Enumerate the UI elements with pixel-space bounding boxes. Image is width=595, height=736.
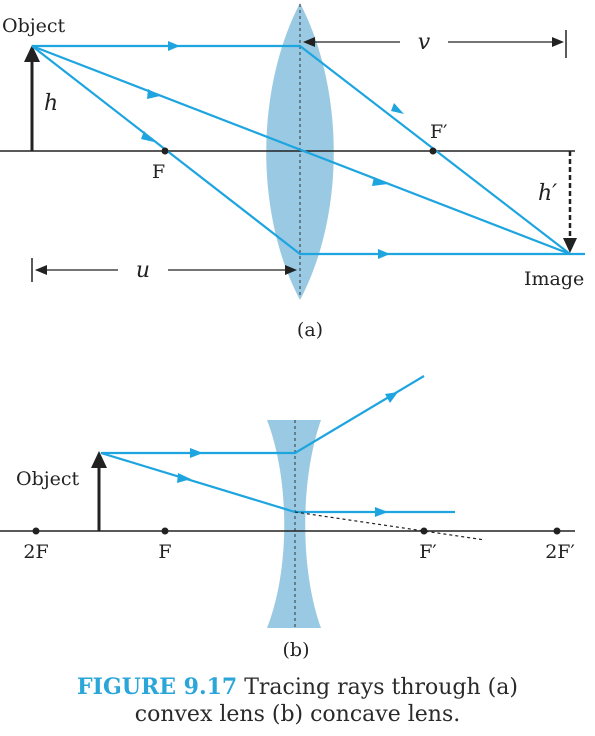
F-prime-dot-b xyxy=(420,527,428,535)
concave-lens xyxy=(267,420,321,628)
twoF-dot xyxy=(32,527,40,535)
h-label: h xyxy=(44,91,58,116)
ray-centre-a xyxy=(31,44,571,256)
focus-prime-dot-a xyxy=(429,147,437,155)
caption-text: Tracing rays through (a) xyxy=(237,675,518,700)
u-label: u xyxy=(136,258,150,283)
object-label-b: Object xyxy=(16,468,80,490)
ray-parallel-a xyxy=(32,44,571,255)
focus-dot-a xyxy=(161,147,169,155)
twoF-prime-label: 2F′ xyxy=(545,541,575,563)
F-dot-b xyxy=(161,527,169,535)
F-label-b: F xyxy=(158,541,171,563)
focus-prime-label-a: F′ xyxy=(430,121,448,143)
caption-number: FIGURE 9.17 xyxy=(77,674,238,700)
panel-a: Object h F F′ h′ Image u v (a) xyxy=(0,3,585,341)
object-label-a: Object xyxy=(2,15,66,37)
sublabel-a: (a) xyxy=(297,319,323,341)
focus-label-a: F xyxy=(152,161,165,183)
ray-focal-a xyxy=(31,45,585,256)
v-label: v xyxy=(418,30,431,55)
rays-a xyxy=(31,44,585,256)
ray-parallel-b xyxy=(101,375,425,455)
panel-b: Object 2F F F′ 2F′ (b) xyxy=(0,375,575,661)
figure-caption: FIGURE 9.17 Tracing rays through (a) con… xyxy=(0,674,595,728)
F-prime-label-b: F′ xyxy=(419,541,437,563)
image-label-a: Image xyxy=(524,268,584,290)
caption-text-line2: convex lens (b) concave lens. xyxy=(134,702,461,727)
h-prime-label: h′ xyxy=(538,181,557,206)
sublabel-b: (b) xyxy=(283,639,310,661)
ray-arrowheads-b xyxy=(177,392,398,517)
ray-arrowheads-a xyxy=(141,41,404,259)
virtual-extension-b xyxy=(294,511,486,541)
twoF-label: 2F xyxy=(23,541,48,563)
ray-toward-f-b xyxy=(100,451,455,514)
twoF-prime-dot xyxy=(553,527,561,535)
